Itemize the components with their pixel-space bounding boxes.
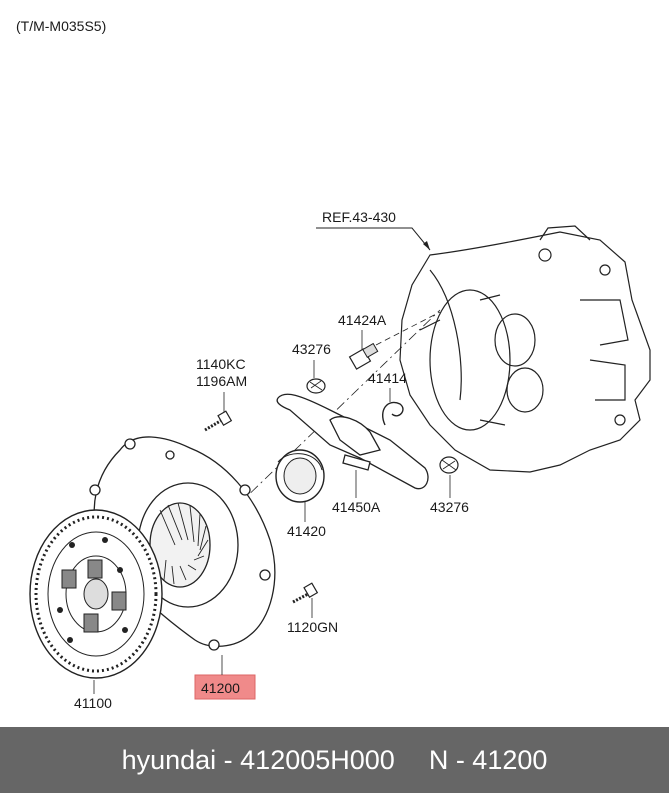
diagram-code: (T/M-M035S5): [16, 18, 106, 34]
pivot-bolt-41424A: [348, 311, 441, 370]
label-41450A: 41450A: [332, 499, 381, 515]
reference-number: N - 41200: [428, 744, 548, 775]
label-43276-bottom: 43276: [430, 499, 469, 515]
release-bearing-41420: [275, 449, 325, 503]
ref-callout: REF.43-430: [316, 209, 431, 251]
label-1140KC: 1140KC: [196, 356, 246, 372]
label-41414: 41414: [368, 370, 407, 386]
label-41100: 41100: [74, 695, 112, 711]
label-1196AM: 1196AM: [196, 373, 247, 389]
parts-diagram: (T/M-M035S5) REF.43-430 41424A 43276: [16, 18, 651, 711]
brand-part-number: hyundai - 412005H000: [121, 744, 395, 775]
clip-41414: [382, 401, 404, 426]
boot-43276-top: [306, 378, 326, 394]
highlight-box-41200: [194, 674, 256, 700]
ref-label: REF.43-430: [322, 209, 396, 225]
boot-43276-bottom: [439, 456, 459, 474]
bolt-1120GN: [292, 582, 319, 604]
release-fork-41450A: [276, 393, 429, 490]
label-41200: 41200: [201, 680, 240, 696]
label-41420: 41420: [287, 523, 326, 539]
clutch-cover-41200: [89, 436, 276, 651]
label-41424A: 41424A: [338, 312, 387, 328]
label-43276-top: 43276: [292, 341, 331, 357]
part-number-footer: hyundai - 412005H000 N - 41200: [0, 727, 669, 793]
clutch-disc-41100: [29, 509, 163, 679]
transmission-housing: [399, 225, 651, 473]
label-1120GN: 1120GN: [287, 619, 338, 635]
bolt-1140KC: [204, 410, 233, 432]
